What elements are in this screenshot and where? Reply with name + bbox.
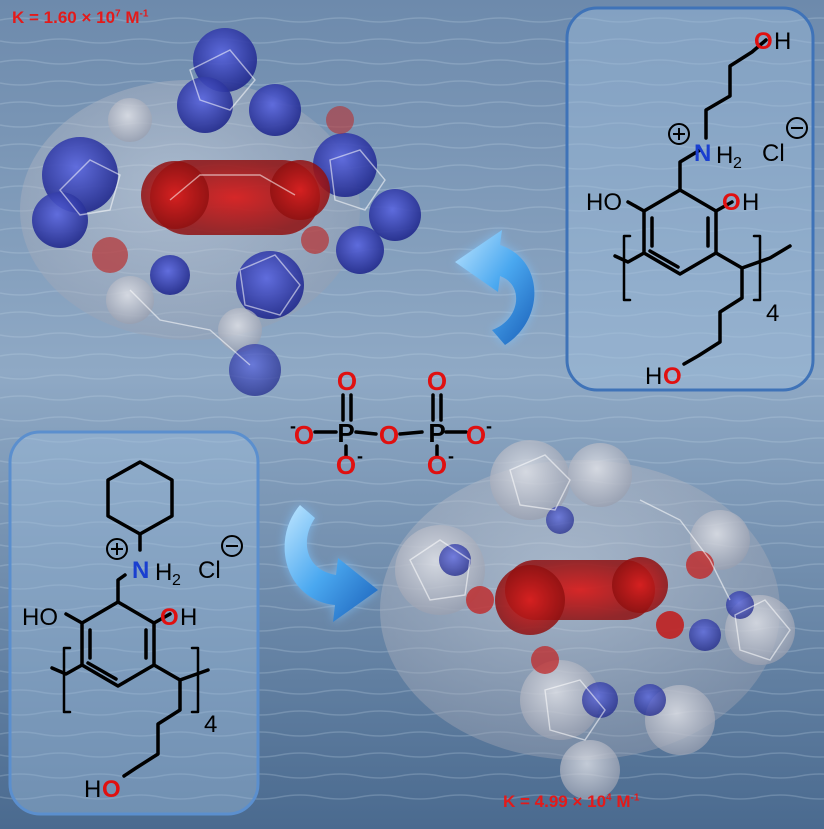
pp-o-top-left: O	[337, 366, 357, 396]
water-ripple	[0, 17, 824, 23]
bottom-host-box	[8, 430, 260, 816]
top-host-box	[565, 6, 815, 392]
water-ripple	[0, 395, 824, 401]
top-bottom-o: O	[663, 363, 682, 390]
bottom-hydroxyl-right-h: H	[180, 604, 197, 631]
water-ripple	[0, 773, 824, 779]
bottom-complex-surface	[380, 440, 795, 800]
bottom-repeat-count: 4	[204, 711, 217, 738]
top-minus-charge	[786, 117, 808, 139]
top-repeat-count: 4	[766, 300, 779, 327]
top-terminal-o: O	[754, 28, 773, 55]
water-ripple	[0, 794, 824, 800]
top-ammonium-sub: 2	[733, 155, 742, 172]
top-hydroxyl-right-o: O	[722, 189, 741, 216]
top-bottom-h: H	[645, 363, 662, 390]
binding-constant-top: K = 1.60 × 107 M-1	[12, 8, 149, 27]
bottom-ammonium-h: H	[155, 559, 172, 586]
water-ripple	[0, 80, 824, 86]
bottom-minus-charge	[221, 535, 243, 557]
pp-charge-left: -	[290, 416, 296, 436]
bottom-terminal-o: O	[102, 776, 121, 803]
bottom-ammonium-n: N	[132, 557, 149, 584]
water-ripple	[0, 437, 824, 443]
top-plus-charge	[668, 123, 690, 145]
top-hydroxyl-left: HO	[586, 189, 622, 216]
water-ripple	[0, 374, 824, 380]
pp-o-left: O	[294, 420, 314, 450]
pp-o-bridge: O	[379, 420, 399, 450]
water-ripple	[0, 458, 824, 464]
pp-o-bottom-left: O	[336, 450, 356, 480]
pp-o-top-right: O	[427, 366, 447, 396]
water-ripple	[0, 38, 824, 44]
water-ripple	[0, 353, 824, 359]
pp-charge-right: -	[486, 416, 492, 436]
top-host-structure	[613, 38, 792, 366]
bottom-hydroxyl-left: HO	[22, 604, 58, 631]
bottom-plus-charge	[106, 538, 128, 560]
bottom-host-structure	[50, 460, 210, 778]
top-terminal-h: H	[774, 28, 791, 55]
water-ripple	[0, 479, 824, 485]
water-ripple	[0, 752, 824, 758]
top-complex-surface	[20, 28, 421, 396]
bottom-counterion: Cl	[198, 557, 221, 584]
water-ripple	[0, 416, 824, 422]
bottom-ammonium-sub: 2	[172, 572, 181, 589]
bottom-terminal-h: H	[84, 776, 101, 803]
pp-p-right: P	[428, 418, 445, 448]
top-counterion: Cl	[762, 140, 785, 167]
arrow-to-bottom-complex	[284, 505, 378, 622]
pp-o-bottom-right: O	[427, 450, 447, 480]
water-ripple	[0, 59, 824, 65]
binding-constant-bottom: K = 4.99 × 104 M-1	[503, 792, 640, 811]
top-hydroxyl-right-h: H	[742, 189, 759, 216]
top-ammonium-n: N	[694, 140, 711, 167]
pp-p-left: P	[337, 418, 354, 448]
pyrophosphate-bonds	[313, 393, 468, 458]
pp-charge-bottom-right: -	[448, 446, 454, 466]
pp-charge-bottom-left: -	[357, 446, 363, 466]
top-ammonium-h: H	[716, 142, 733, 169]
pp-o-right: O	[466, 420, 486, 450]
bottom-hydroxyl-right-o: O	[160, 604, 179, 631]
arrow-to-top-complex	[455, 230, 535, 345]
